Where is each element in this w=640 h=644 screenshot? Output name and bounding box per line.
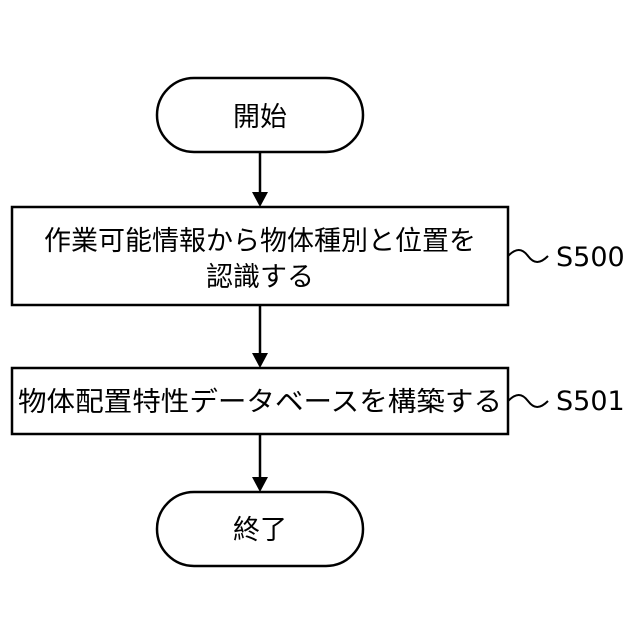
leader-s501 bbox=[508, 395, 548, 407]
label-s501-group: S501 bbox=[508, 386, 625, 417]
leader-s500 bbox=[508, 250, 548, 262]
arrow-s500-to-s501 bbox=[252, 305, 268, 368]
arrow-s501-to-end bbox=[252, 434, 268, 492]
process-box-s500: 作業可能情報から物体種別と位置を 認識する bbox=[12, 207, 508, 305]
process-s501-line1: 物体配置特性データベースを構築する bbox=[18, 387, 502, 418]
arrow-start-to-s500 bbox=[252, 152, 268, 207]
process-s500-line2: 認識する bbox=[206, 262, 314, 293]
end-terminal: 終了 bbox=[157, 492, 363, 566]
process-s500-line1: 作業可能情報から物体種別と位置を bbox=[44, 226, 476, 257]
label-s500-group: S500 bbox=[508, 242, 625, 273]
start-terminal: 開始 bbox=[157, 78, 363, 152]
step-id-s501: S501 bbox=[556, 386, 625, 417]
step-id-s500: S500 bbox=[556, 242, 625, 273]
end-label: 終了 bbox=[233, 515, 287, 546]
process-box-s501: 物体配置特性データベースを構築する bbox=[12, 368, 508, 434]
start-label: 開始 bbox=[233, 102, 287, 133]
